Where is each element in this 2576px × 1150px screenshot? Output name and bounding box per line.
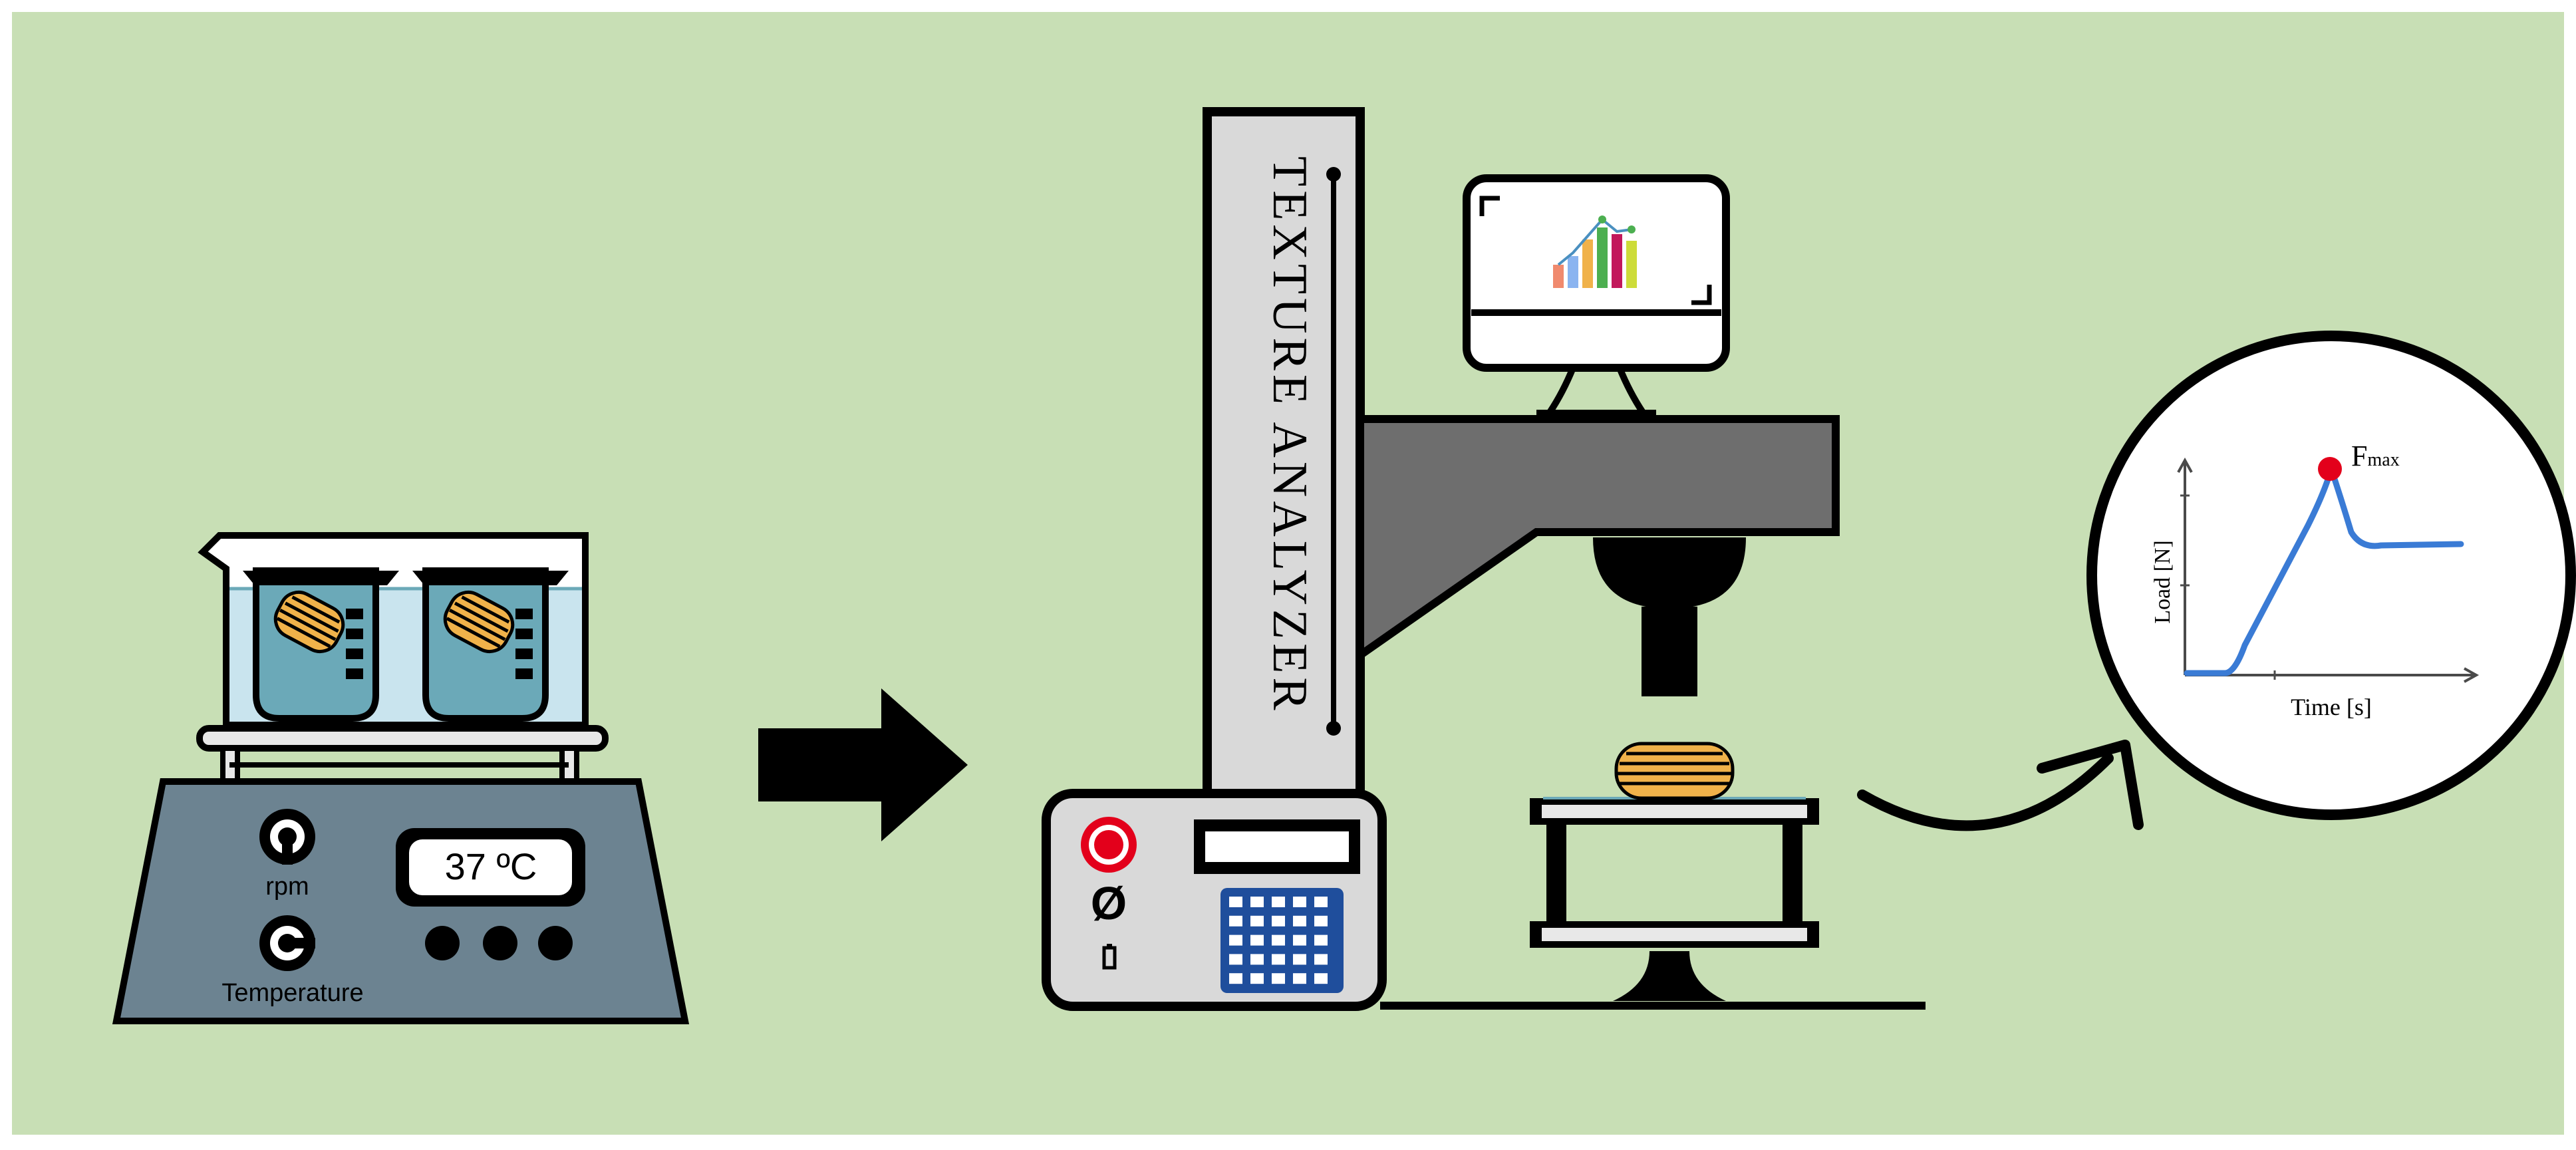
hotplate-button-3 bbox=[538, 926, 573, 960]
stop-button bbox=[1081, 817, 1137, 873]
keypad-key bbox=[1272, 915, 1285, 927]
sample-strip-right bbox=[443, 590, 515, 654]
keypad-key bbox=[1293, 973, 1306, 984]
keypad-key bbox=[1229, 897, 1242, 907]
chart-icon bbox=[1553, 216, 1637, 288]
keypad-key bbox=[1272, 973, 1285, 984]
battery-icon bbox=[1102, 944, 1117, 970]
keypad-key bbox=[1250, 897, 1264, 907]
peak-point bbox=[2318, 457, 2342, 481]
keypad-key bbox=[1314, 897, 1328, 907]
beaker-left bbox=[243, 567, 399, 722]
keypad-key bbox=[1229, 915, 1242, 927]
keypad-key bbox=[1293, 915, 1306, 927]
keypad-key bbox=[1314, 954, 1328, 965]
keypad-key bbox=[1272, 934, 1285, 946]
rpm-label: rpm bbox=[265, 873, 309, 901]
probe-shaft bbox=[1642, 607, 1697, 696]
texture-analyzer: TEXTURE ANALYZER Ø bbox=[1042, 107, 1926, 1011]
output-arrow-head bbox=[2037, 740, 2144, 830]
hotplate-button-2 bbox=[483, 926, 517, 960]
keypad-key bbox=[1293, 954, 1306, 965]
temperature-knob bbox=[259, 915, 315, 971]
probe-head bbox=[1593, 537, 1746, 609]
keypad bbox=[1220, 888, 1344, 993]
graph-x-label: Time [s] bbox=[2291, 694, 2372, 720]
temperature-display-value: 37 ºC bbox=[445, 845, 537, 887]
sample-on-stand bbox=[1614, 742, 1735, 800]
keypad-key bbox=[1272, 897, 1285, 907]
hotplate-top-plate bbox=[196, 725, 609, 752]
result-graph: Fmax Load [N] Time [s] bbox=[2086, 331, 2576, 820]
keypad-key bbox=[1250, 954, 1264, 965]
keypad-key bbox=[1250, 915, 1264, 927]
keypad-key bbox=[1314, 973, 1328, 984]
hotplate-stirrer: rpm Temperature 37 ºC bbox=[112, 532, 690, 1024]
sample-strip-left bbox=[273, 590, 345, 654]
beaker-right bbox=[412, 567, 569, 722]
sample-stand bbox=[1530, 797, 1819, 1001]
keypad-key bbox=[1272, 954, 1285, 965]
peak-label: Fmax bbox=[2351, 440, 2400, 472]
keypad-key bbox=[1250, 934, 1264, 946]
process-arrow-icon bbox=[758, 688, 968, 841]
keypad-key bbox=[1229, 973, 1242, 984]
analyzer-arm bbox=[1356, 415, 1840, 663]
keypad-key bbox=[1314, 934, 1328, 946]
keypad-key bbox=[1293, 934, 1306, 946]
keypad-key bbox=[1314, 915, 1328, 927]
analyzer-column-label: TEXTURE ANALYZER bbox=[1262, 156, 1317, 714]
keypad-key bbox=[1229, 934, 1242, 946]
monitor bbox=[1463, 174, 1730, 418]
keypad-key bbox=[1293, 897, 1306, 907]
keypad-key bbox=[1229, 954, 1242, 965]
graph-circle bbox=[2086, 331, 2576, 820]
temperature-label: Temperature bbox=[221, 979, 363, 1007]
hotplate-base bbox=[112, 778, 690, 1024]
output-curved-arrow bbox=[1857, 753, 2114, 831]
reset-symbol: Ø bbox=[1091, 877, 1127, 929]
rpm-knob bbox=[259, 809, 315, 865]
keypad-key bbox=[1250, 973, 1264, 984]
hotplate-button-1 bbox=[425, 926, 460, 960]
graph-y-label: Load [N] bbox=[2150, 540, 2175, 624]
